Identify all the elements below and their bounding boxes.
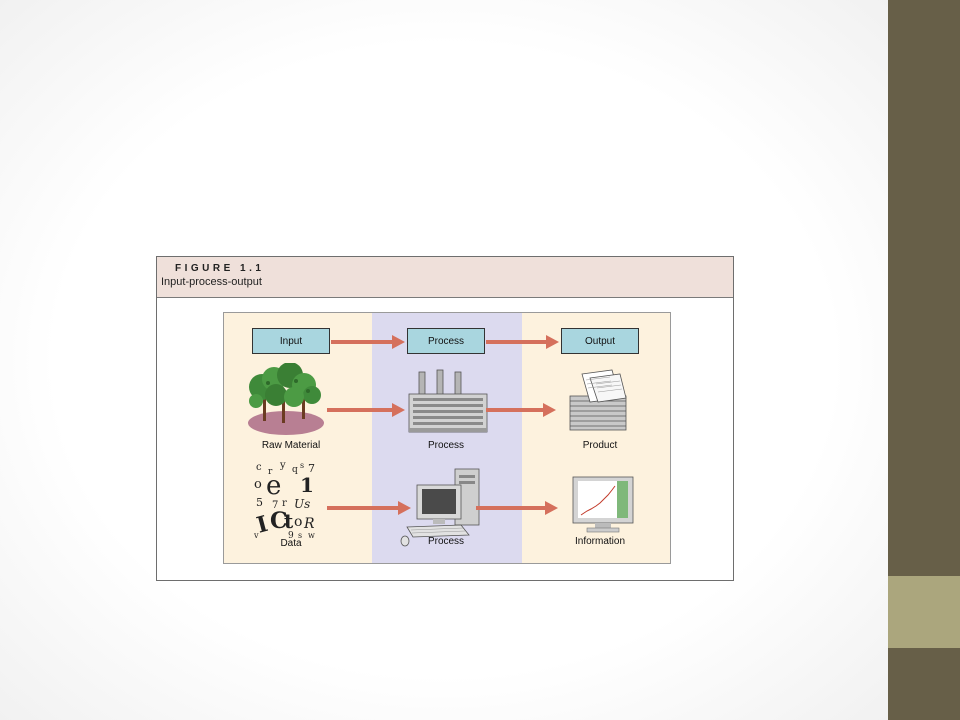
input-column <box>224 313 372 563</box>
svg-text:v: v <box>253 531 259 540</box>
arrow-process-to-output <box>486 335 559 349</box>
svg-text:e: e <box>266 471 281 501</box>
svg-text:7: 7 <box>308 462 315 475</box>
svg-text:C: C <box>270 508 288 534</box>
svg-text:r: r <box>282 498 287 509</box>
svg-text:9: 9 <box>288 531 294 540</box>
svg-text:s: s <box>298 531 302 540</box>
svg-text:y: y <box>279 460 286 471</box>
svg-text:s: s <box>300 461 304 470</box>
input-header-box: Input <box>252 328 330 354</box>
process-header-box: Process <box>407 328 485 354</box>
sidebar-middle-block <box>888 576 960 648</box>
arrow-raw-material-to-process <box>327 403 405 417</box>
product-papers-icon <box>569 369 627 431</box>
figure-caption: Input-process-output <box>161 276 262 288</box>
svg-text:w: w <box>308 531 315 540</box>
product-label: Product <box>582 440 618 451</box>
figure-number: FIGURE 1.1 <box>175 263 265 274</box>
computer-icon <box>400 468 480 547</box>
svg-text:t: t <box>284 509 294 533</box>
svg-text:7: 7 <box>272 500 278 511</box>
sidebar-top-block <box>888 0 960 576</box>
data-label: Data <box>280 538 302 549</box>
information-label: Information <box>574 536 626 547</box>
diagram-panel: Input Process Output Raw Ma <box>223 312 671 564</box>
raw-material-trees-icon <box>248 363 324 435</box>
arrow-data-to-process <box>327 501 411 515</box>
svg-text:5: 5 <box>256 496 263 509</box>
svg-text:o: o <box>294 514 302 530</box>
svg-text:1: 1 <box>300 473 314 497</box>
process-column <box>372 313 522 563</box>
svg-text:R: R <box>303 516 315 532</box>
svg-text:o: o <box>254 477 262 492</box>
arrow-process-to-product <box>486 403 556 417</box>
svg-text:Us: Us <box>294 497 310 511</box>
svg-text:c: c <box>256 462 262 473</box>
output-header-box: Output <box>561 328 639 354</box>
raw-material-label: Raw Material <box>261 440 321 451</box>
factory-process-label: Process <box>427 440 465 451</box>
factory-icon <box>408 369 488 433</box>
information-monitor-icon <box>572 476 634 533</box>
arrow-input-to-process <box>331 335 405 349</box>
figure-box: FIGURE 1.1 Input-process-output Input Pr… <box>156 256 734 581</box>
svg-text:r: r <box>268 467 273 477</box>
computer-process-label: Process <box>427 536 465 547</box>
figure-header: FIGURE 1.1 Input-process-output <box>157 257 733 298</box>
arrow-process-to-information <box>476 501 558 515</box>
sidebar-bottom-block <box>888 648 960 720</box>
data-letters-icon: c r y q s 7 o e 1 5 7 r Us I C t o R v 9 <box>253 460 315 540</box>
svg-text:q: q <box>292 465 298 475</box>
